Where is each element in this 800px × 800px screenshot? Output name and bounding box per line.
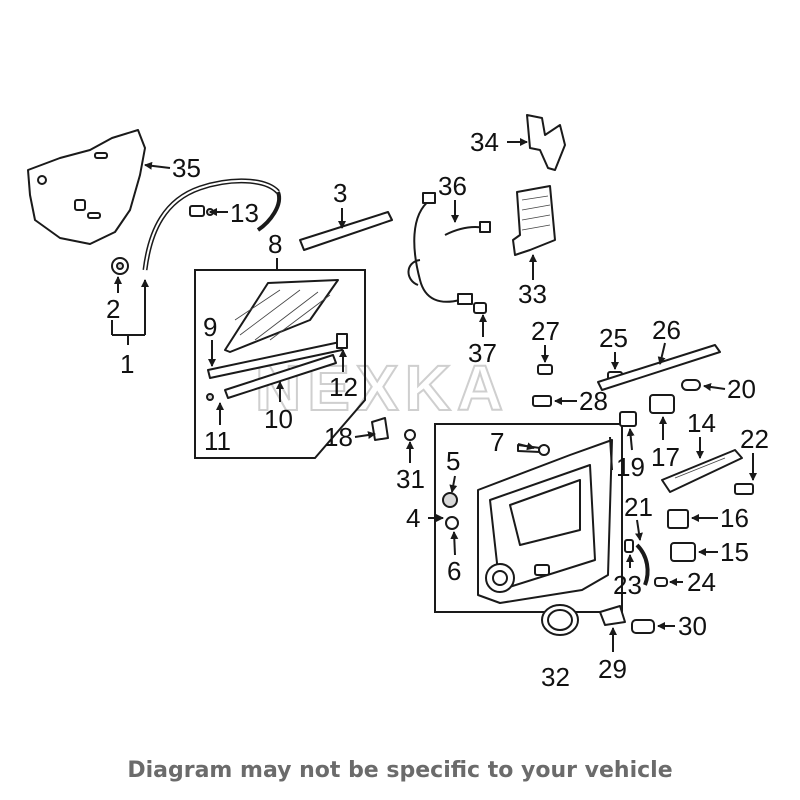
callout-28: 28 <box>579 386 608 416</box>
part-7-screw <box>517 444 550 456</box>
leader-26 <box>657 342 666 365</box>
callout-34: 34 <box>470 127 499 157</box>
callout-20: 20 <box>727 374 756 404</box>
part-37-connector <box>473 302 487 314</box>
part-33-plate <box>512 185 556 256</box>
callout-8: 8 <box>268 229 282 259</box>
part-21-cable <box>635 543 650 586</box>
callout-10: 10 <box>264 404 293 434</box>
leader-35 <box>144 161 171 170</box>
watermark: NEXKA <box>255 352 509 424</box>
callout-25: 25 <box>599 323 628 353</box>
part-26-molding <box>597 344 721 391</box>
callout-15: 15 <box>720 537 749 567</box>
part-19-switch <box>619 411 637 427</box>
callout-6: 6 <box>447 556 461 586</box>
callout-3: 3 <box>333 178 347 208</box>
part-24-clip <box>654 577 668 587</box>
leader-6 <box>450 531 459 556</box>
callout-12: 12 <box>329 372 358 402</box>
callout-16: 16 <box>720 503 749 533</box>
leader-5 <box>449 475 458 493</box>
part-22-bracket <box>734 483 754 495</box>
part-27-clip <box>537 364 553 375</box>
callout-23: 23 <box>613 570 642 600</box>
callout-26: 26 <box>652 315 681 345</box>
part-35-shield <box>27 129 146 245</box>
callout-4: 4 <box>406 503 420 533</box>
callout-32: 32 <box>541 662 570 692</box>
leader-lines <box>111 138 757 652</box>
callout-1: 1 <box>120 349 134 379</box>
leader-18 <box>354 431 376 439</box>
callout-labels: 1 2 3 4 5 6 7 8 9 10 11 12 13 14 15 16 1… <box>106 127 769 692</box>
part-1-weatherstrip <box>142 178 282 271</box>
callout-7: 7 <box>490 427 504 457</box>
callout-31: 31 <box>396 464 425 494</box>
part-36-harness <box>407 192 491 305</box>
part-17-switch <box>649 394 675 414</box>
callout-21: 21 <box>624 492 653 522</box>
callout-29: 29 <box>598 654 627 684</box>
part-15-switch <box>670 542 696 562</box>
part-34-bracket <box>526 114 566 171</box>
callout-30: 30 <box>678 611 707 641</box>
part-30-handle <box>631 619 655 634</box>
group-8-window-assembly <box>194 269 366 459</box>
callout-27: 27 <box>531 316 560 346</box>
leader-20 <box>703 383 726 391</box>
part-32-ring <box>541 604 579 636</box>
callout-37: 37 <box>468 338 497 368</box>
part-3-molding <box>299 211 393 251</box>
callout-5: 5 <box>446 446 460 476</box>
part-20-bulb <box>681 379 701 391</box>
callout-17: 17 <box>651 442 680 472</box>
callout-35: 35 <box>172 153 201 183</box>
part-16-bracket <box>667 509 689 529</box>
part-5-clip <box>442 492 458 508</box>
part-29-handle <box>599 605 626 626</box>
callout-24: 24 <box>687 567 716 597</box>
part-18-handle-bracket <box>371 417 389 441</box>
leader-21 <box>635 519 643 541</box>
disclaimer-text: Diagram may not be specific to your vehi… <box>127 758 673 783</box>
part-23-clip <box>624 539 634 553</box>
callout-11: 11 <box>204 426 231 456</box>
leader-7 <box>517 442 535 451</box>
callout-19: 19 <box>616 452 645 482</box>
callout-13: 13 <box>230 198 259 228</box>
callout-18: 18 <box>324 422 353 452</box>
part-28-bracket <box>532 395 552 407</box>
leader-19 <box>626 428 635 451</box>
part-14-armrest <box>661 449 743 493</box>
part-2-clip <box>111 257 129 275</box>
callout-22: 22 <box>740 424 769 454</box>
callout-2: 2 <box>106 294 120 324</box>
part-6-clip <box>445 516 459 530</box>
callout-9: 9 <box>203 312 217 342</box>
callout-36: 36 <box>438 171 467 201</box>
callout-14: 14 <box>687 408 716 438</box>
part-31-clip <box>404 429 416 441</box>
part-13-clip <box>189 205 214 217</box>
callout-33: 33 <box>518 279 547 309</box>
group-4-door-panel <box>434 423 623 613</box>
